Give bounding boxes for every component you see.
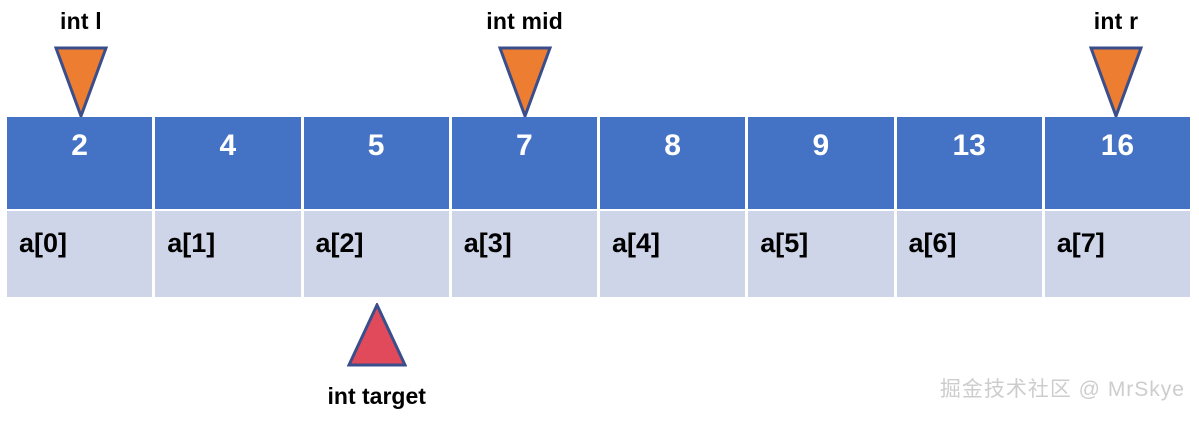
array-index-cell: a[4] <box>600 211 749 297</box>
target-label: int target <box>327 383 426 409</box>
array-value-cell: 16 <box>1044 117 1190 209</box>
pointer-marker-mid: int mid <box>451 0 599 123</box>
array-values-row: 2 4 5 7 8 9 13 16 <box>7 117 1190 209</box>
array-index-cell: a[6] <box>896 211 1045 297</box>
pointer-label-mid: int mid <box>486 8 564 34</box>
pointer-label-l: int l <box>59 8 102 34</box>
triangle-down-icon <box>1088 46 1144 123</box>
array-value-cell: 13 <box>896 117 1045 209</box>
array-index-cell: a[3] <box>451 211 600 297</box>
triangle-down-icon <box>53 46 109 123</box>
target-marker: int target <box>303 301 451 423</box>
array-index-cell: a[5] <box>748 211 897 297</box>
array-index-cell: a[0] <box>7 211 156 297</box>
pointer-label-r: int r <box>1093 8 1139 34</box>
array-value-cell: 8 <box>600 117 749 209</box>
triangle-down-icon <box>497 46 552 123</box>
array-index-cell: a[7] <box>1044 211 1190 297</box>
pointer-marker-r: int r <box>1042 0 1190 123</box>
array-table: 2 4 5 7 8 9 13 16 a[0] a[1] a[2] a[3] a[… <box>7 117 1190 297</box>
array-indices-row: a[0] a[1] a[2] a[3] a[4] a[5] a[6] a[7] <box>7 211 1190 297</box>
array-index-cell: a[2] <box>303 211 452 297</box>
array-index-cell: a[1] <box>155 211 304 297</box>
array-value-cell: 2 <box>7 117 156 209</box>
array-value-cell: 7 <box>451 117 600 209</box>
array-value-cell: 4 <box>155 117 304 209</box>
triangle-up-icon <box>346 301 408 372</box>
array-value-cell: 5 <box>303 117 452 209</box>
pointer-marker-l: int l <box>7 0 155 123</box>
array-value-cell: 9 <box>748 117 897 209</box>
watermark: 掘金技术社区 @ MrSkye <box>939 378 1185 401</box>
